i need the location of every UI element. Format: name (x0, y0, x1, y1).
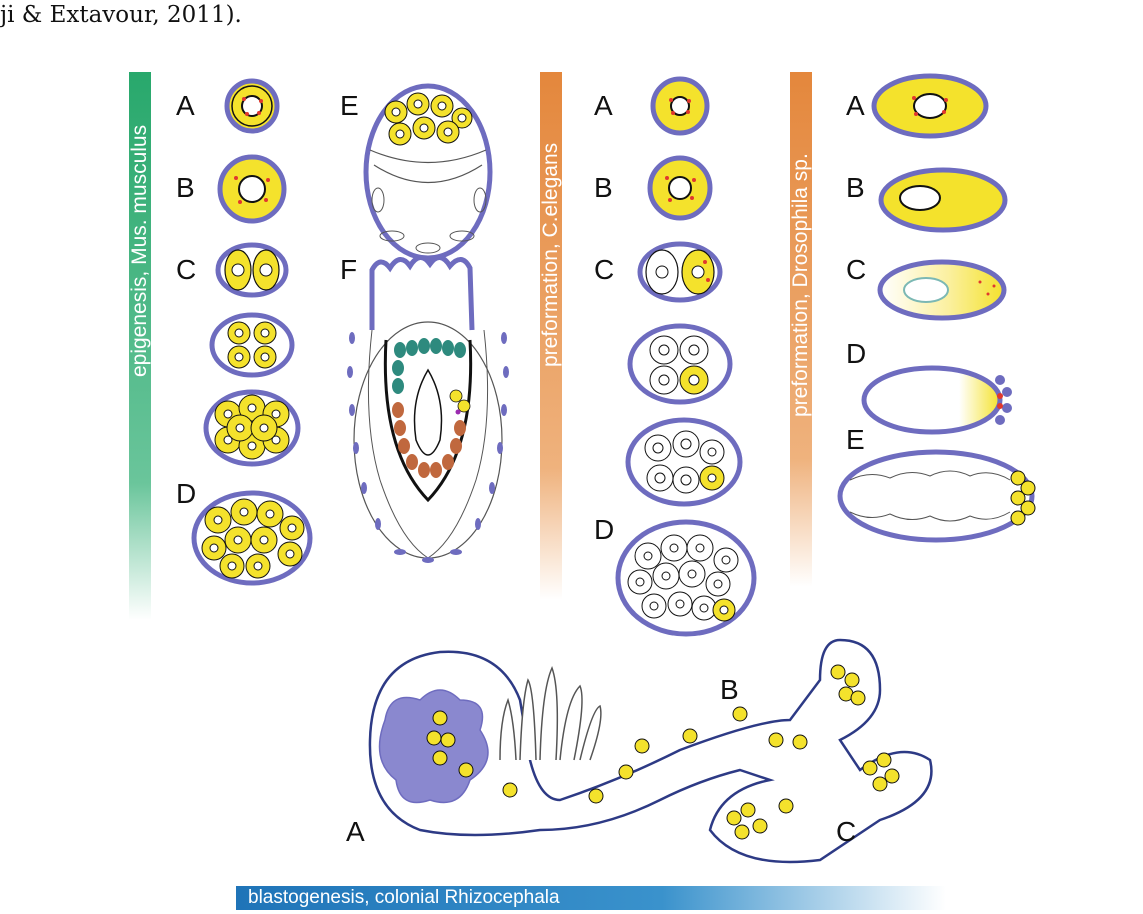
label-celegans-b: B (594, 174, 613, 202)
drosophila-stage-d (864, 368, 1012, 432)
mus-stage-4cell (212, 315, 292, 375)
label-celegans-a: A (594, 92, 613, 120)
label-drosophila-d: D (846, 340, 866, 368)
mus-stage-b (220, 157, 284, 221)
label-celegans-d: D (594, 516, 614, 544)
mus-stage-d (194, 493, 310, 583)
celegans-stage-8cell (628, 420, 740, 504)
mus-stage-8cell (206, 392, 298, 464)
label-celegans-c: C (594, 256, 614, 284)
label-drosophila-b: B (846, 174, 865, 202)
mus-stage-a (227, 81, 277, 131)
celegans-stage-a (653, 79, 707, 133)
mus-stage-f (347, 257, 509, 563)
label-rhizocephala-a: A (346, 818, 365, 846)
label-mus-f: F (340, 256, 357, 284)
mus-stage-c (218, 245, 286, 295)
drosophila-stage-c (880, 262, 1004, 318)
celegans-stage-c (640, 244, 720, 300)
label-drosophila-e: E (846, 426, 865, 454)
celegans-stage-d (618, 522, 754, 634)
celegans-stage-4cell (630, 326, 730, 402)
celegans-stage-b (650, 158, 710, 218)
label-rhizocephala-c: C (836, 818, 856, 846)
label-mus-b: B (176, 174, 195, 202)
mus-stage-e (366, 86, 490, 258)
bottom-label-text: blastogenesis, colonial Rhizocephala (248, 887, 560, 909)
label-rhizocephala-b: B (720, 676, 739, 704)
label-drosophila-c: C (846, 256, 866, 284)
drosophila-stage-b (881, 170, 1005, 230)
label-mus-e: E (340, 92, 359, 120)
drosophila-stage-a (874, 76, 986, 136)
bottom-label-bar: blastogenesis, colonial Rhizocephala (236, 886, 946, 910)
drosophila-stage-e (840, 452, 1035, 540)
label-mus-c: C (176, 256, 196, 284)
label-mus-a: A (176, 92, 195, 120)
label-drosophila-a: A (846, 92, 865, 120)
label-mus-d: D (176, 480, 196, 508)
